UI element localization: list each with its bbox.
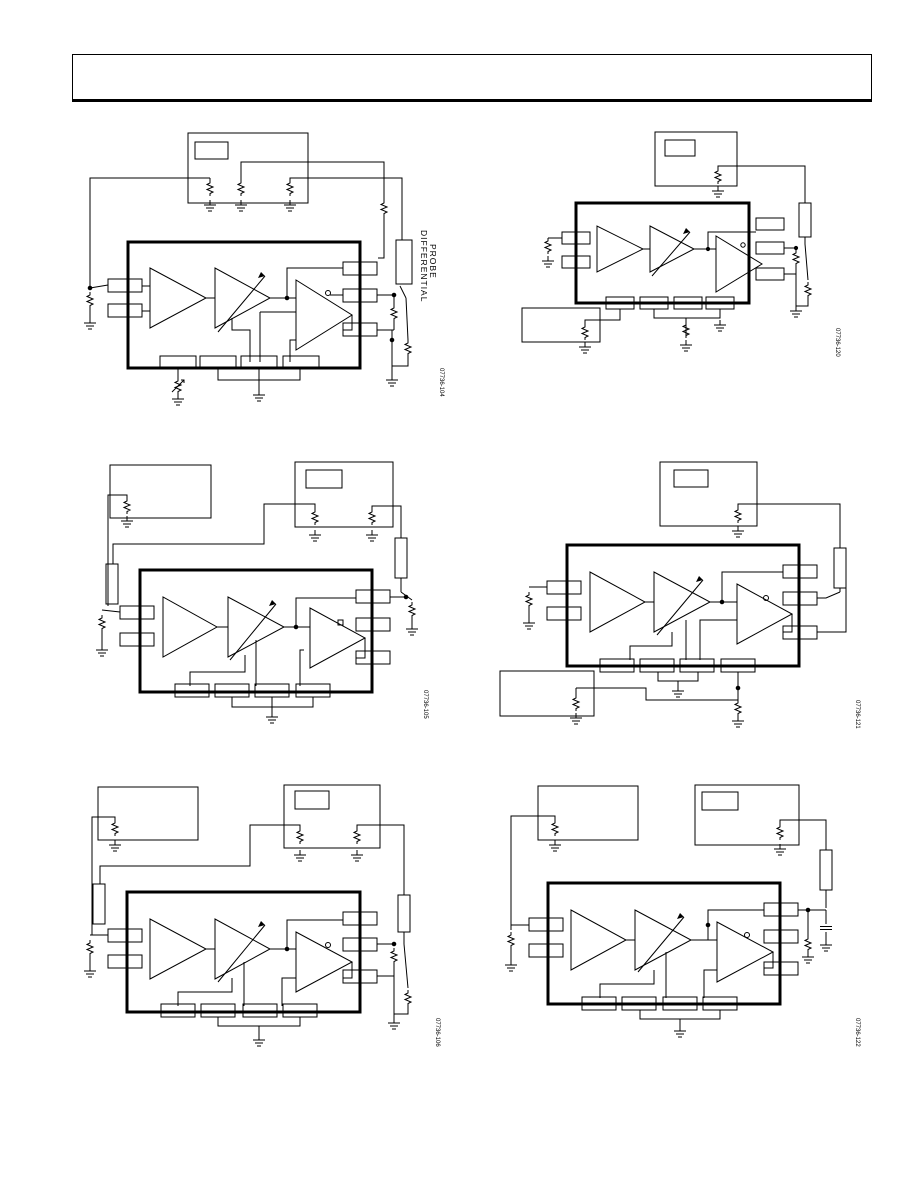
chip-outline — [574, 201, 751, 305]
diagram-fig-3: 07736-105 — [95, 461, 428, 724]
diagram-fig-6: 07736-122 — [504, 784, 860, 1047]
analyzer-display — [664, 139, 696, 157]
analyzer-display — [294, 790, 330, 810]
diagram-fig-4: 07736-121 — [499, 461, 860, 729]
generator-box — [521, 307, 601, 343]
figure-code: 07736-122 — [854, 1018, 860, 1047]
diagram-fig-5: 07736-106 — [83, 784, 440, 1047]
analyzer-box — [659, 461, 758, 527]
generator-box — [499, 670, 595, 717]
chip-outline — [546, 881, 782, 1006]
diagram-fig-1: DIFFERENTIAL PROBE 07736-104 — [83, 132, 444, 406]
figure-code: 07736-105 — [422, 690, 428, 719]
chip-outline — [126, 240, 362, 370]
diagram-fig-2: 07736-120 — [521, 131, 840, 357]
figure-code: 07736-120 — [834, 328, 840, 357]
analyzer-display — [194, 141, 229, 160]
chip-outline — [565, 543, 801, 668]
analyzer-box — [654, 131, 738, 187]
generator-box — [537, 785, 639, 841]
analyzer-display — [673, 469, 709, 488]
probe-label: DIFFERENTIAL — [419, 230, 429, 302]
figure-code: 07736-104 — [438, 368, 444, 397]
analyzer-box — [294, 461, 394, 528]
generator-box — [109, 464, 212, 519]
analyzer-box — [187, 132, 309, 204]
analyzer-display — [305, 469, 343, 489]
analyzer-box — [283, 784, 381, 849]
differential-probe — [395, 239, 413, 285]
figure-code: 07736-121 — [854, 700, 860, 729]
generator-box — [97, 786, 199, 841]
figure-code: 07736-106 — [434, 1018, 440, 1047]
analyzer-box — [694, 784, 800, 846]
analyzer-display — [701, 791, 739, 811]
probe-label-2: PROBE — [428, 244, 438, 279]
header-frame — [72, 54, 872, 102]
